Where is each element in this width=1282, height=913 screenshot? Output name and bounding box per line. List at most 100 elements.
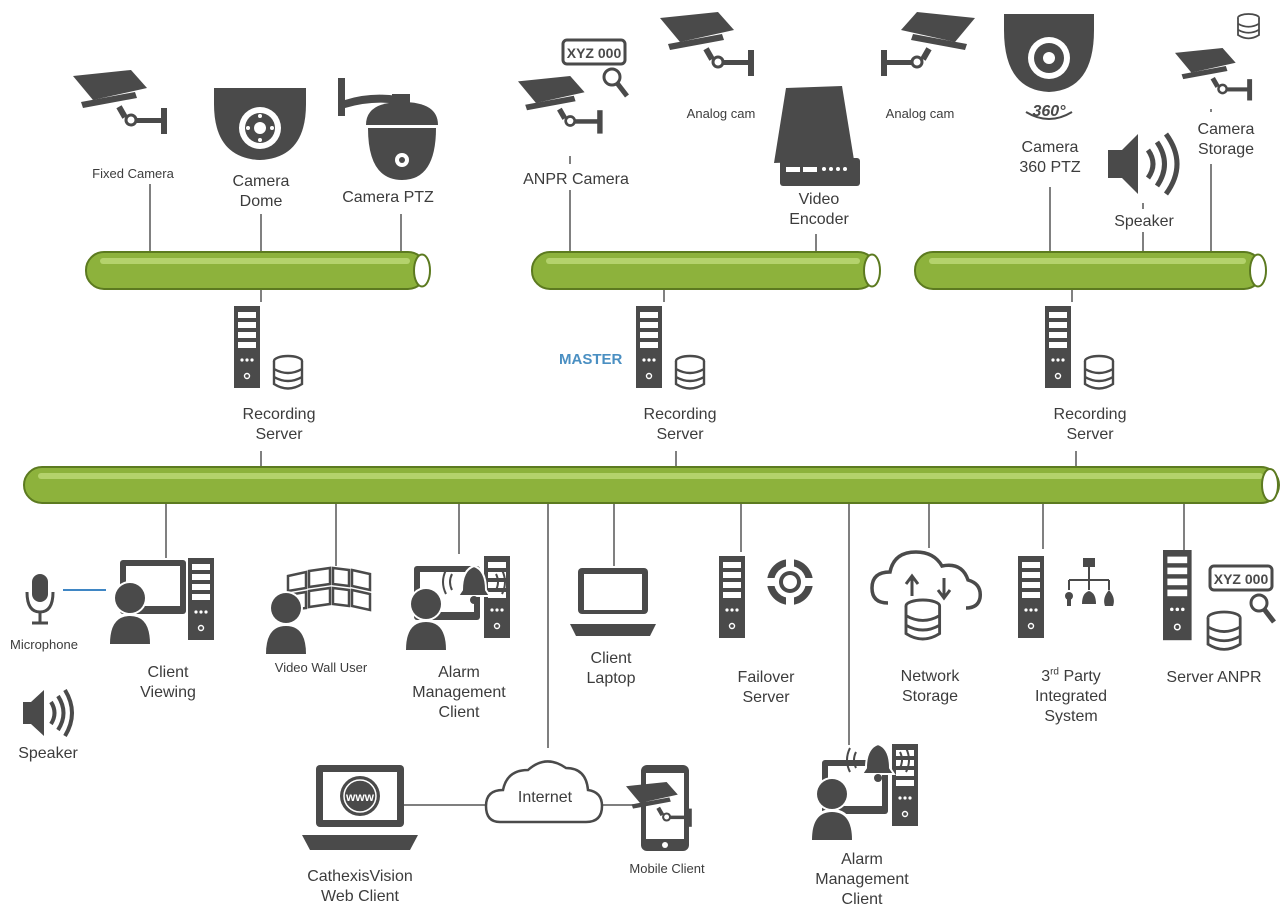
- svg-text:XYZ 000: XYZ 000: [567, 45, 622, 61]
- recording-server-3-icon: [1044, 305, 1115, 390]
- network-storage-label-line-1: Network: [900, 668, 960, 685]
- analog-camera-left-icon: [658, 10, 756, 78]
- client-laptop-label-line-1: Client: [590, 650, 632, 667]
- server-anpr-label: Server ANPR: [1166, 669, 1262, 686]
- internet-label: Internet: [517, 789, 573, 806]
- mobile-client-label: Mobile Client: [629, 861, 705, 876]
- mobile-client-icon: [624, 765, 693, 851]
- recording-server-3-label-line-2: Server: [1066, 426, 1114, 443]
- camera-storage-label: Camera Storage: [1198, 120, 1255, 160]
- svg-text:www: www: [345, 790, 375, 804]
- speaker-bottom-icon: [23, 688, 74, 738]
- recording-server-2-icon: [635, 305, 706, 390]
- recording-server-1-label: Recording Server: [243, 405, 316, 445]
- camera-360-icon: 360°: [1004, 14, 1094, 120]
- alarm-client-1-label-line-3: Client: [438, 704, 480, 721]
- third-party-system-label-line-1: 3rd Party: [1035, 667, 1107, 687]
- alarm-client-2-label-line-2: Management: [815, 871, 909, 888]
- web-client-label-line-2: Web Client: [321, 888, 399, 905]
- alarm-client-2-label-line-3: Client: [841, 891, 883, 908]
- camera-360-label: Camera 360 PTZ: [1019, 138, 1080, 178]
- video-wall-user-label: Video Wall User: [274, 660, 368, 675]
- third-party-system-label-line-3: System: [1044, 708, 1098, 725]
- microphone-icon: [25, 574, 55, 625]
- camera-360-label-line-1: Camera: [1021, 139, 1079, 156]
- failover-server-label-line-2: Server: [742, 689, 790, 706]
- recording-server-1-label-line-1: Recording: [242, 406, 316, 423]
- client-laptop-label-line-2: Laptop: [586, 670, 636, 687]
- third-party-word: Party: [1059, 668, 1101, 685]
- internet-cloud-icon: [484, 760, 604, 824]
- storage-camera-icon: [1173, 13, 1260, 102]
- third-party-ordinal: rd: [1050, 666, 1059, 678]
- web-client-laptop-icon: www: [302, 765, 418, 850]
- client-laptop-label: Client Laptop: [587, 649, 636, 689]
- network-storage-icon: [870, 550, 982, 641]
- web-client-label: CathexisVision Web Client: [307, 867, 413, 907]
- svg-text:XYZ 000: XYZ 000: [1214, 571, 1269, 587]
- camera-dome-label-line-1: Camera: [232, 173, 290, 190]
- camera-storage-label-line-1: Camera: [1197, 121, 1255, 138]
- network-pipe-top-center: [531, 251, 881, 290]
- client-viewing-icon: [107, 557, 215, 647]
- camera-dome-label-line-2: Dome: [239, 193, 283, 210]
- analog-cam-left-label: Analog cam: [686, 106, 756, 121]
- anpr-camera-icon: XYZ 000: [516, 38, 629, 135]
- failover-server-icon: [718, 555, 813, 639]
- alarm-client-2-label-line-1: Alarm: [841, 851, 883, 868]
- analog-cam-right-label: Analog cam: [885, 106, 955, 121]
- client-viewing-label-line-2: Viewing: [140, 684, 196, 701]
- network-storage-label: Network Storage: [901, 667, 960, 707]
- video-encoder-label-line-2: Encoder: [789, 211, 849, 228]
- alarm-client-1-label-line-1: Alarm: [438, 664, 480, 681]
- client-viewing-label-line-1: Client: [147, 664, 189, 681]
- recording-server-3-label-line-1: Recording: [1053, 406, 1127, 423]
- master-label: MASTER: [559, 351, 623, 368]
- alarm-client-2-label: Alarm Management Client: [815, 850, 908, 910]
- video-encoder-icon: [774, 86, 860, 186]
- alarm-client-2-icon: [809, 742, 919, 843]
- web-client-label-line-1: CathexisVision: [307, 868, 413, 885]
- video-encoder-label-line-1: Video: [798, 191, 840, 208]
- network-storage-label-line-2: Storage: [901, 688, 959, 705]
- recording-server-2-label-line-2: Server: [656, 426, 704, 443]
- speaker-top-icon: [1108, 132, 1180, 196]
- third-party-system-label: 3rd Party Integrated System: [1035, 667, 1107, 727]
- recording-server-2-label-line-1: Recording: [643, 406, 717, 423]
- fixed-camera-label: Fixed Camera: [92, 166, 174, 181]
- third-party-number: 3: [1041, 668, 1051, 685]
- connector-lines: [149, 109, 1212, 806]
- recording-server-2-label: Recording Server: [644, 405, 717, 445]
- camera-ptz-label: Camera PTZ: [342, 189, 434, 206]
- anpr-camera-label: ANPR Camera: [523, 171, 629, 188]
- alarm-client-1-label: Alarm Management Client: [412, 663, 505, 723]
- client-viewing-label: Client Viewing: [140, 663, 196, 703]
- recording-server-3-label: Recording Server: [1054, 405, 1127, 445]
- speaker-top-label: Speaker: [1114, 213, 1174, 230]
- failover-server-label: Failover Server: [738, 668, 795, 708]
- svg-text:360°: 360°: [1032, 103, 1066, 120]
- network-pipe-top-left: [85, 251, 431, 290]
- speaker-bottom-label: Speaker: [18, 745, 78, 762]
- alarm-client-1-label-line-2: Management: [412, 684, 506, 701]
- camera-storage-label-line-2: Storage: [1197, 141, 1255, 158]
- dome-camera-icon: [214, 88, 306, 160]
- video-encoder-label: Video Encoder: [789, 190, 849, 230]
- video-wall-icon: [263, 566, 372, 657]
- ptz-camera-icon: [338, 78, 438, 180]
- network-pipe-main: [23, 466, 1280, 504]
- recording-server-1-label-line-2: Server: [255, 426, 303, 443]
- camera-360-label-line-2: 360 PTZ: [1019, 159, 1081, 176]
- recording-server-1-icon: [233, 305, 304, 390]
- server-anpr-icon: XYZ 000: [1162, 549, 1276, 651]
- failover-server-label-line-1: Failover: [737, 669, 795, 686]
- network-pipe-top-right: [914, 251, 1267, 290]
- microphone-label: Microphone: [10, 637, 78, 652]
- alarm-client-1-icon: [403, 555, 511, 653]
- client-laptop-icon: [570, 568, 656, 636]
- analog-camera-right-icon: [879, 10, 977, 78]
- fixed-camera-icon: [71, 68, 169, 136]
- third-party-system-label-line-2: Integrated: [1034, 688, 1108, 705]
